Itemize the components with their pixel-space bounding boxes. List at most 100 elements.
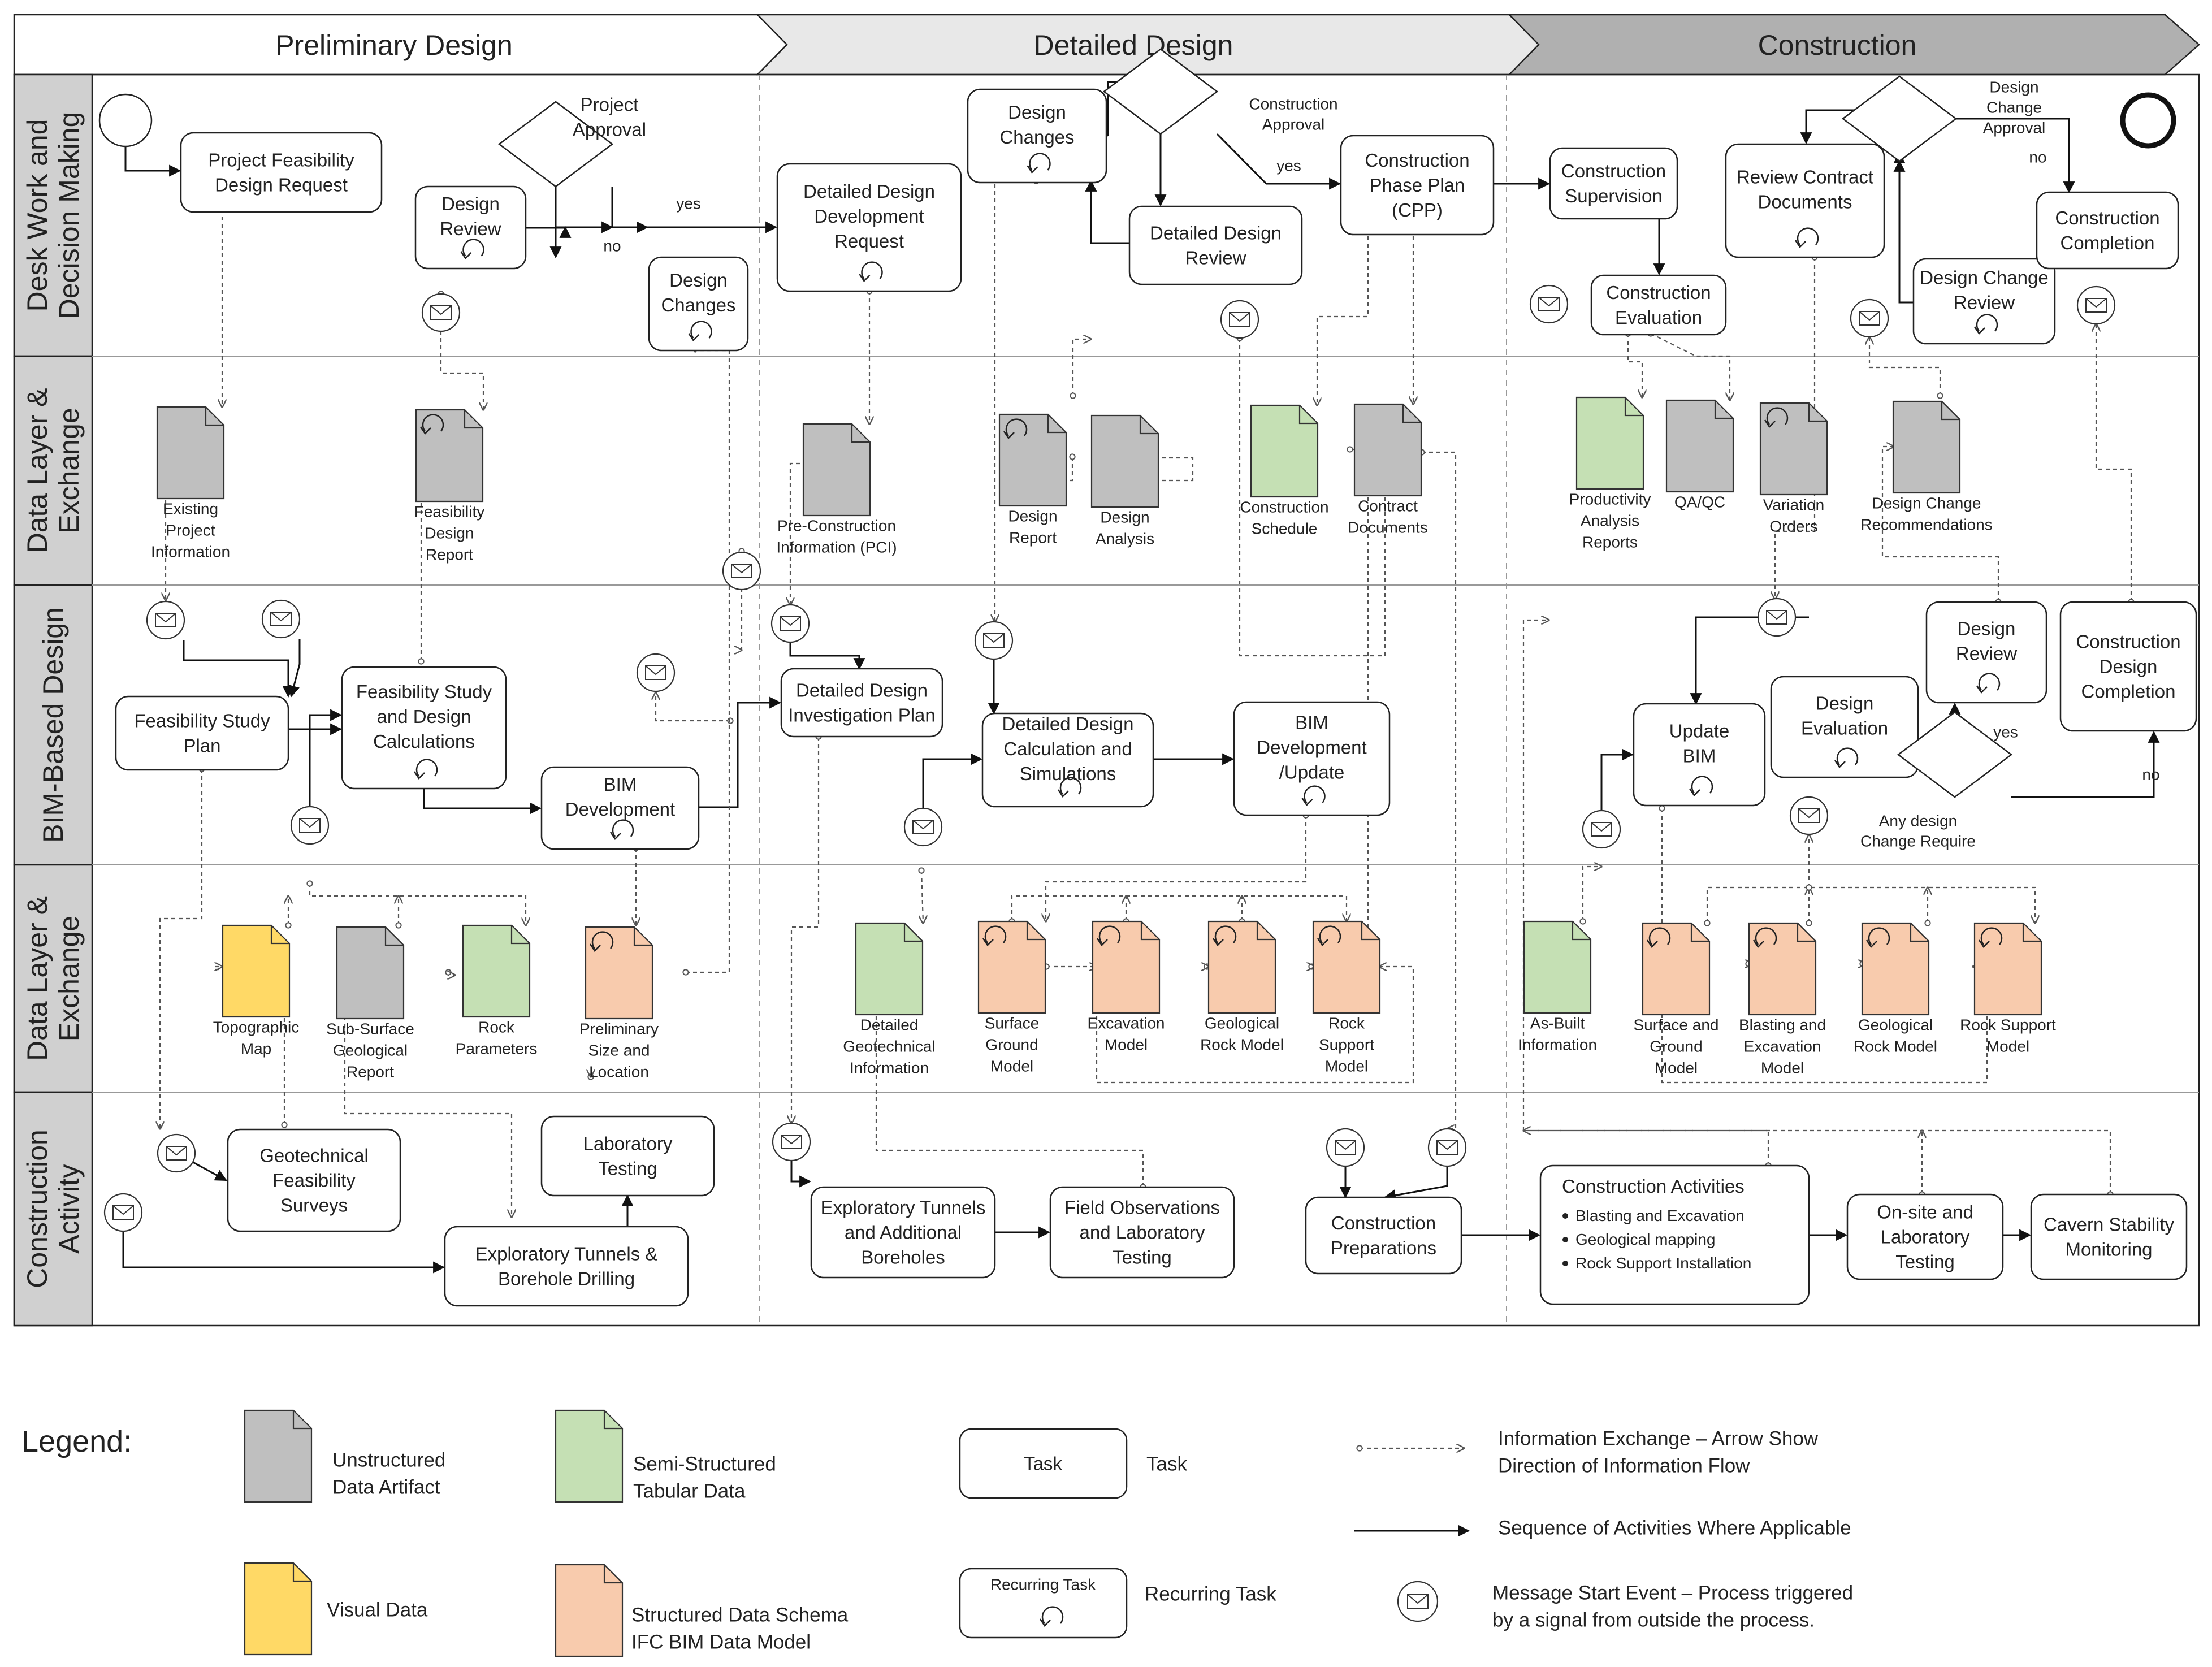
message-event[interactable] — [146, 600, 185, 640]
legend-text: Tabular Data — [633, 1480, 746, 1503]
task-box — [341, 666, 507, 790]
message-event[interactable] — [1220, 300, 1259, 339]
message-event[interactable] — [770, 604, 810, 643]
message-event[interactable] — [261, 599, 301, 639]
message-event[interactable] — [974, 621, 1014, 660]
message-event[interactable] — [1397, 1581, 1439, 1622]
task-bullet: Blasting and Excavation — [1575, 1207, 1745, 1224]
message-event[interactable] — [421, 293, 461, 332]
message-event[interactable] — [2076, 285, 2116, 325]
message-event[interactable] — [1427, 1128, 1467, 1167]
message-event[interactable] — [1850, 298, 1889, 338]
message-event[interactable] — [722, 551, 761, 591]
artifact-label: Rock Model — [1200, 1036, 1284, 1054]
task-label: BIM — [1683, 746, 1716, 767]
flow-label-yes: yes — [1276, 157, 1301, 175]
message-event[interactable] — [636, 653, 676, 692]
lane-label-line: Data Layer & — [21, 896, 53, 1061]
information-flow — [995, 181, 1036, 622]
document-fold — [1140, 921, 1159, 941]
message-event[interactable] — [772, 1122, 811, 1162]
lane-data-layer-upper-header — [13, 355, 93, 586]
information-flow — [1522, 620, 1768, 1166]
information-flow — [160, 769, 202, 1129]
message-event[interactable] — [1326, 1128, 1365, 1167]
artifact-label: Geological — [1205, 1015, 1279, 1032]
artifact-a9[interactable]: QA/QC — [1665, 399, 1734, 511]
message-event[interactable] — [903, 807, 943, 847]
start-event[interactable] — [98, 93, 153, 148]
task-t25[interactable]: Exploratory Tunnels &Borehole Drilling — [444, 1226, 689, 1307]
message-event[interactable] — [1529, 284, 1569, 324]
message-event[interactable] — [1789, 796, 1829, 835]
sequence-flow — [699, 696, 782, 808]
artifact-label: Excavation — [1088, 1015, 1165, 1032]
message-event[interactable] — [290, 806, 330, 845]
message-event[interactable] — [103, 1193, 143, 1232]
message-event[interactable] — [1582, 809, 1621, 849]
task-label: Design — [441, 193, 500, 214]
message-event[interactable] — [1757, 597, 1797, 637]
end-event[interactable] — [2120, 92, 2176, 149]
message-event[interactable] — [157, 1133, 196, 1173]
